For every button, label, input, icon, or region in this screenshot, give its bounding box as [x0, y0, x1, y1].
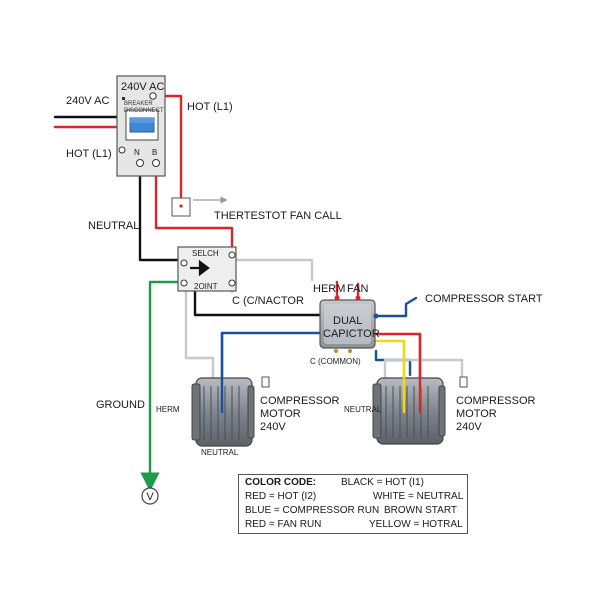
- motor-left-label-3: 240V: [260, 421, 286, 433]
- motor-left-label-1: COMPRESSOR: [260, 395, 340, 407]
- neutral-right-label: NEUTRAL: [344, 405, 382, 414]
- common-label: C (COMMON): [310, 357, 361, 366]
- motor-right-label-3: 240V: [456, 421, 482, 433]
- compressor-motor-left: [191, 376, 270, 447]
- blue-wire-compressor-start: [374, 296, 418, 318]
- fan-top-label: FAN: [347, 283, 368, 295]
- ground-green-wire: [140, 280, 184, 492]
- contactor-label: C (C/NACTOR: [232, 295, 304, 307]
- supply-label: 240V AC: [66, 95, 109, 107]
- panel-terminal-n: [136, 159, 144, 167]
- color-code-legend: COLOR CODE: BLACK = HOT (I1) RED = HOT (…: [238, 474, 468, 534]
- black-wire-capacitor: [193, 280, 322, 317]
- breaker-panel: [116, 75, 166, 177]
- legend-yellow-hotral: YELLOW = HOTRAL: [369, 519, 463, 530]
- svg-text:V: V: [146, 491, 154, 503]
- compressor-start-label: COMPRESSOR START: [425, 293, 543, 305]
- legend-blue-compressor-run: BLUE = COMPRESSOR RUN: [245, 505, 380, 516]
- contactor-arrow-icon: [190, 259, 210, 277]
- capacitor-label-1: DUAL: [333, 315, 362, 327]
- hot-red-wire-contactor: [154, 163, 234, 252]
- white-wire-left-motor: [184, 283, 215, 380]
- thermostat-terminal: [179, 204, 183, 208]
- panel-terminal-top: [149, 92, 157, 100]
- dual-capacitor: [319, 295, 379, 353]
- legend-white-neutral: WHITE = NEUTRAL: [373, 491, 464, 502]
- motor-left-label-2: MOTOR: [260, 408, 301, 420]
- hot-l1-top-label: HOT (L1): [187, 101, 233, 113]
- legend-red-fan-run: RED = FAN RUN: [245, 519, 322, 530]
- legend-black-hot: BLACK = HOT (I1): [341, 477, 424, 488]
- capacitor-label-2: CAPICTOR: [323, 328, 380, 340]
- neutral-black-wire: [138, 163, 182, 262]
- neutral-left-label: NEUTRAL: [88, 220, 139, 232]
- white-wire-top: [233, 258, 314, 282]
- panel-title: 240V AC: [121, 81, 164, 93]
- breaker-text-1: BREAKER: [124, 101, 153, 107]
- terminal-n-label: N: [134, 148, 140, 157]
- ground-label: GROUND: [96, 399, 145, 411]
- breaker-text-2: DISCONNECT: [124, 108, 164, 114]
- legend-brown-start: BROWN START: [384, 505, 457, 516]
- legend-title: COLOR CODE:: [245, 477, 317, 488]
- motor-right-label-1: COMPRESSOR: [456, 395, 536, 407]
- terminal-b-label: B: [152, 148, 157, 157]
- contactor-top-label: SELCH: [192, 249, 219, 258]
- hot-l1-left-label: HOT (L1): [66, 148, 112, 160]
- neutral-bottom-label: NEUTRAL: [201, 448, 239, 457]
- herm-left-label: HERM: [156, 405, 180, 414]
- legend-red-hot: RED = HOT (I2): [245, 491, 317, 502]
- panel-terminal-left: [118, 146, 126, 154]
- compressor-motor-right: [372, 376, 468, 445]
- contactor: [177, 246, 237, 292]
- ground-symbol: V: [141, 487, 159, 505]
- herm-top-label: HERM: [313, 283, 345, 295]
- contactor-bottom-label: 2OINT: [194, 282, 218, 291]
- panel-terminal-b: [152, 159, 160, 167]
- motor-right-label-2: MOTOR: [456, 408, 497, 420]
- white-wire-right-motor: [383, 358, 464, 380]
- thermostat-label: THERTESTOT FAN CALL: [214, 210, 342, 222]
